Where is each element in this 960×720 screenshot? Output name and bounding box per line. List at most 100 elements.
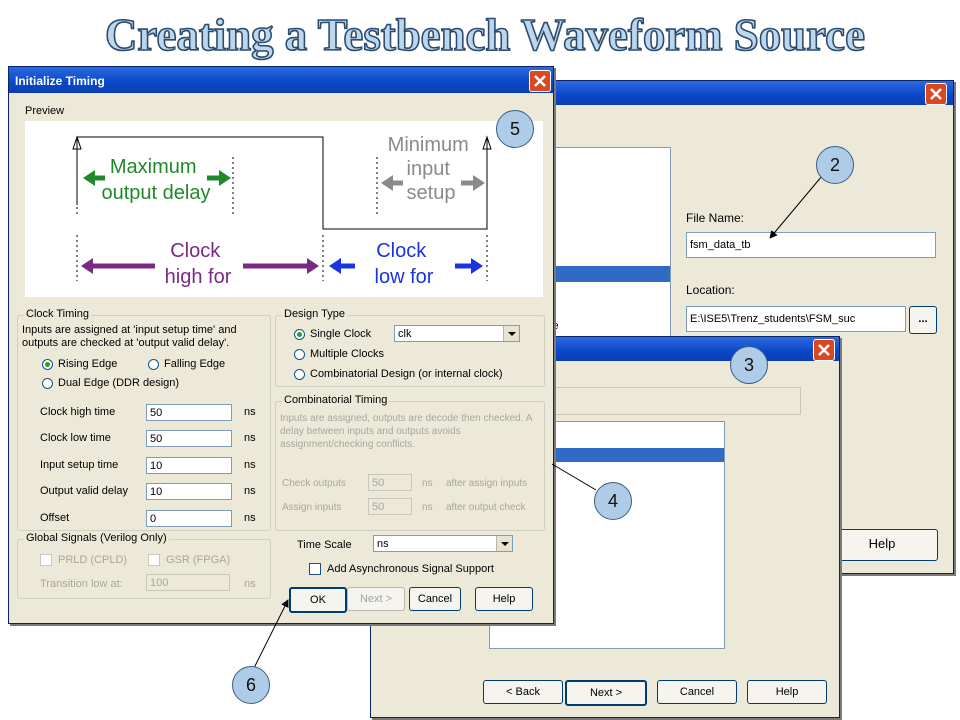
help-button[interactable]: Help bbox=[826, 529, 938, 561]
location-input[interactable]: E:\ISE5\Trenz_students\FSM_suc bbox=[686, 306, 906, 332]
clock-field-label: Output valid delay bbox=[40, 485, 129, 497]
initialize-timing-titlebar: Initialize Timing bbox=[9, 67, 553, 93]
multiple-clocks-radio[interactable] bbox=[294, 349, 305, 360]
purple-arrow-left-icon bbox=[81, 258, 155, 274]
close-icon[interactable] bbox=[925, 83, 947, 105]
callout-5: 5 bbox=[496, 110, 534, 148]
cancel-button[interactable]: Cancel bbox=[657, 680, 737, 704]
time-scale-select[interactable]: ns bbox=[373, 535, 513, 552]
falling-edge-radio[interactable] bbox=[148, 359, 159, 370]
file-name-input[interactable]: fsm_data_tb bbox=[686, 232, 936, 258]
gsr-label: GSR (FPGA) bbox=[166, 554, 231, 566]
clock-select-value: clk bbox=[398, 328, 412, 340]
blue-arrow-right-icon bbox=[455, 258, 483, 274]
chevron-down-icon[interactable] bbox=[496, 536, 512, 551]
callout-3: 3 bbox=[730, 346, 768, 384]
clock-field-label: Clock low time bbox=[40, 432, 111, 444]
clock-field-input[interactable]: 50 bbox=[146, 430, 232, 447]
next-button[interactable]: Next > bbox=[565, 680, 647, 706]
check-outputs-unit: ns bbox=[422, 478, 433, 489]
help-button[interactable]: Help bbox=[747, 680, 827, 704]
callout-4: 4 bbox=[594, 482, 632, 520]
combinatorial-label[interactable]: Combinatorial Design (or internal clock) bbox=[310, 368, 503, 380]
falling-edge-label[interactable]: Falling Edge bbox=[164, 358, 226, 370]
window-title: Initialize Timing bbox=[15, 74, 105, 88]
check-outputs-label: Check outputs bbox=[282, 478, 346, 489]
clock-field-label: Clock high time bbox=[40, 406, 116, 418]
clock-timing-group: Clock Timing Inputs are assigned at 'inp… bbox=[17, 308, 271, 531]
async-signal-checkbox[interactable] bbox=[309, 563, 321, 575]
callout-2: 2 bbox=[816, 146, 854, 184]
transition-unit: ns bbox=[244, 578, 256, 590]
async-signal-label[interactable]: Add Asynchronous Signal Support bbox=[327, 563, 494, 575]
clock-field-unit: ns bbox=[244, 485, 256, 497]
initialize-timing-window: Initialize Timing Preview Maximum output bbox=[8, 66, 554, 624]
clock-high-for-text: Clock high for bbox=[165, 240, 232, 288]
ok-button[interactable]: OK bbox=[289, 587, 347, 613]
clock-field-input[interactable]: 10 bbox=[146, 483, 232, 500]
time-scale-label: Time Scale bbox=[297, 539, 352, 551]
combinatorial-radio[interactable] bbox=[294, 369, 305, 380]
source-type-selected-row[interactable] bbox=[550, 266, 670, 282]
combinatorial-description: Inputs are assigned, outputs are decode … bbox=[280, 413, 532, 450]
prld-checkbox[interactable] bbox=[40, 554, 52, 566]
cancel-button[interactable]: Cancel bbox=[409, 587, 461, 611]
rising-edge-label[interactable]: Rising Edge bbox=[58, 358, 118, 370]
combinatorial-timing-title: Combinatorial Timing bbox=[282, 394, 390, 406]
clock-select[interactable]: clk bbox=[394, 325, 520, 342]
clock-field-unit: ns bbox=[244, 406, 256, 418]
callout-6: 6 bbox=[232, 666, 270, 704]
combinatorial-timing-group: Combinatorial Timing Inputs are assigned… bbox=[275, 394, 545, 531]
single-clock-label[interactable]: Single Clock bbox=[310, 328, 372, 340]
blue-arrow-left-icon bbox=[329, 258, 355, 274]
new-source-titlebar bbox=[541, 81, 953, 105]
assign-inputs-input[interactable]: 50 bbox=[368, 498, 412, 515]
clock-field-unit: ns bbox=[244, 459, 256, 471]
chevron-down-icon[interactable] bbox=[503, 326, 519, 341]
prld-label: PRLD (CPLD) bbox=[58, 554, 128, 566]
check-outputs-input[interactable]: 50 bbox=[368, 474, 412, 491]
assign-inputs-unit: ns bbox=[422, 502, 433, 513]
check-outputs-after: after assign inputs bbox=[446, 478, 528, 489]
svg-text:Creating a Testbench Waveform: Creating a Testbench Waveform Source bbox=[105, 9, 865, 60]
clock-field-input[interactable]: 10 bbox=[146, 457, 232, 474]
rising-edge-radio[interactable] bbox=[42, 359, 53, 370]
clock-field-label: Offset bbox=[40, 512, 70, 524]
clock-field-label: Input setup time bbox=[40, 459, 119, 471]
preview-label: Preview bbox=[25, 105, 65, 117]
single-clock-radio[interactable] bbox=[294, 329, 305, 340]
clock-field-input[interactable]: 0 bbox=[146, 510, 232, 527]
next-button[interactable]: Next > bbox=[347, 587, 405, 611]
close-icon[interactable] bbox=[813, 339, 835, 361]
green-arrow-right-icon bbox=[207, 170, 231, 186]
close-icon[interactable] bbox=[529, 70, 551, 92]
min-input-setup-text: Minimum input setup bbox=[388, 134, 475, 204]
dual-edge-label[interactable]: Dual Edge (DDR design) bbox=[58, 377, 180, 389]
design-type-title: Design Type bbox=[282, 308, 347, 320]
green-arrow-left-icon bbox=[83, 170, 105, 186]
source-type-item-fragment[interactable]: le bbox=[550, 320, 559, 332]
browse-button[interactable]: ... bbox=[909, 306, 937, 334]
clock-low-for-text: Clock low for bbox=[375, 240, 434, 288]
dual-edge-radio[interactable] bbox=[42, 378, 53, 389]
assign-inputs-after: after output check bbox=[446, 502, 526, 513]
global-signals-title: Global Signals (Verilog Only) bbox=[24, 532, 169, 544]
source-type-list[interactable]: le bbox=[549, 147, 671, 349]
clock-field-unit: ns bbox=[244, 512, 256, 524]
gray-arrow-right-icon bbox=[461, 175, 485, 191]
multiple-clocks-label[interactable]: Multiple Clocks bbox=[310, 348, 384, 360]
gsr-checkbox[interactable] bbox=[148, 554, 160, 566]
clock-field-input[interactable]: 50 bbox=[146, 404, 232, 421]
gray-arrow-left-icon bbox=[381, 175, 403, 191]
global-signals-group: Global Signals (Verilog Only) PRLD (CPLD… bbox=[17, 532, 271, 599]
purple-arrow-right-icon bbox=[243, 258, 319, 274]
max-output-delay-text: Maximum output delay bbox=[102, 156, 211, 204]
design-type-group: Design Type Single Clock clk Multiple Cl… bbox=[275, 308, 545, 387]
transition-label: Transition low at: bbox=[40, 578, 123, 590]
clock-timing-description: Inputs are assigned at 'input setup time… bbox=[22, 324, 237, 349]
help-button[interactable]: Help bbox=[475, 587, 533, 611]
back-button[interactable]: < Back bbox=[483, 680, 563, 704]
slide-title: Creating a Testbench Waveform Source bbox=[104, 8, 866, 61]
transition-input[interactable]: 100 bbox=[146, 574, 230, 591]
